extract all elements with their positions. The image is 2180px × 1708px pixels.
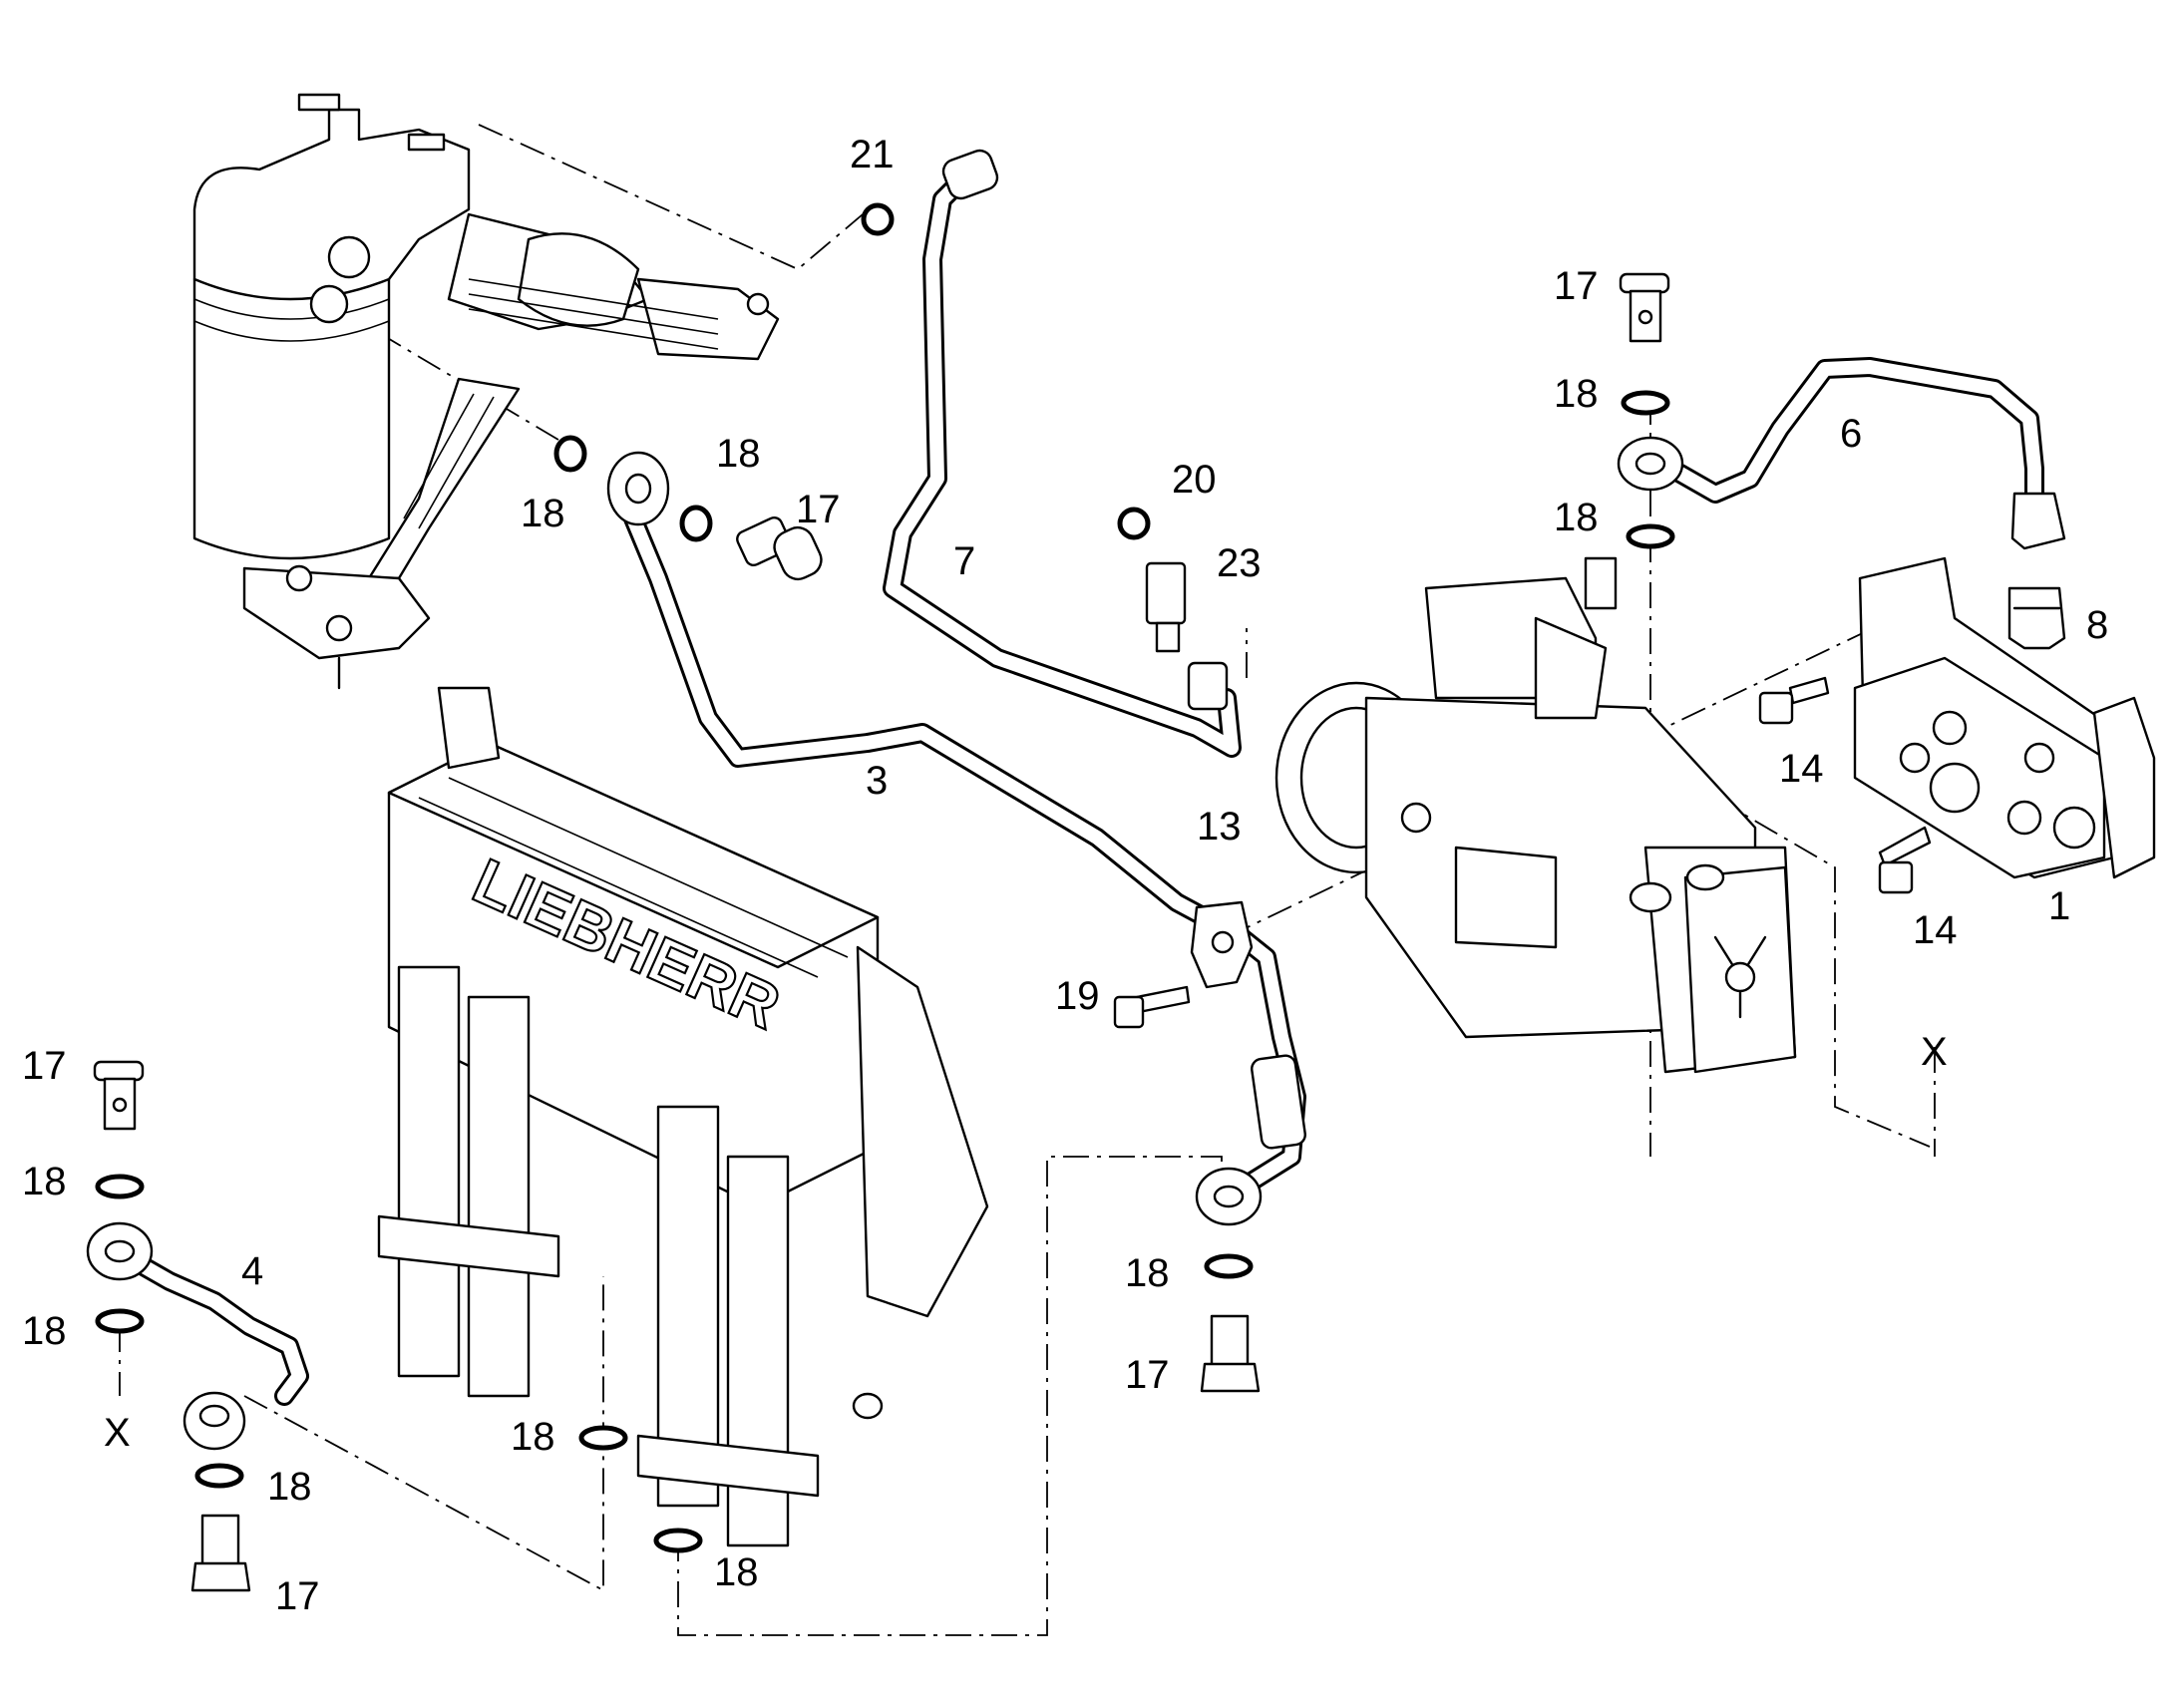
label-17: 17: [1554, 264, 1599, 308]
pipe-4: [86, 1221, 309, 1451]
label-23: 23: [1217, 541, 1262, 585]
label-20: 20: [1172, 458, 1217, 502]
part-1-manifold: [1853, 556, 2156, 879]
ring-18-rail-b: [653, 1528, 703, 1553]
label-18: 18: [267, 1465, 312, 1509]
label-18: 18: [521, 492, 565, 535]
label-1: 1: [2048, 884, 2070, 928]
ring-18-center: [1204, 1253, 1254, 1279]
fuel-pump-assembly: [1274, 556, 1797, 1074]
label-7: 7: [953, 539, 975, 583]
label-21: 21: [850, 133, 895, 176]
label-17: 17: [796, 488, 841, 531]
sealing-rings: [95, 202, 1675, 1553]
part-8-union: [2007, 586, 2066, 650]
label-18: 18: [22, 1309, 67, 1353]
ring-18-rail-a: [578, 1425, 628, 1451]
label-6: 6: [1840, 412, 1862, 456]
part-17-banjo-bolt-left-bottom: [190, 1514, 251, 1592]
ring-18-left-a: [95, 1174, 145, 1199]
label-8: 8: [2086, 603, 2108, 647]
part-20-ring: [1117, 507, 1151, 540]
label-18: 18: [1554, 496, 1599, 539]
label-18: 18: [1554, 372, 1599, 416]
label-17: 17: [22, 1044, 67, 1088]
label-13: 13: [1197, 805, 1242, 849]
pipe-6: [1617, 357, 2066, 550]
label-18: 18: [716, 432, 761, 476]
callout-labels: 21 17 18 6 18 18 18 17 20 7 23 8 3 14 13…: [22, 133, 2108, 1618]
label-18: 18: [511, 1415, 555, 1459]
label-18: 18: [1125, 1251, 1170, 1295]
fuel-filter-assembly: [192, 93, 780, 690]
label-14: 14: [1779, 747, 1824, 791]
part-17-banjo-bolt-center: [1200, 1314, 1261, 1393]
part-17-banjo-bolt-filter: [736, 515, 823, 581]
ring-18-top-right-b: [1626, 523, 1675, 549]
pipe-7: [883, 149, 1242, 758]
ring-18-left-b: [95, 1308, 145, 1334]
label-18: 18: [22, 1160, 67, 1203]
ring-18-top-right-a: [1621, 390, 1670, 416]
part-14-bolt-a: [1758, 676, 1830, 725]
ring-21: [861, 202, 895, 236]
injector-rail-assembly: LIEBHERR: [377, 686, 989, 1547]
part-14-bolt-b: [1878, 826, 1932, 894]
ring-18-filter-a: [553, 435, 587, 473]
part-19-bolt: [1113, 985, 1191, 1029]
label-18: 18: [714, 1550, 759, 1594]
label-17: 17: [1125, 1353, 1170, 1397]
pipe-3: [606, 451, 1306, 1226]
label-14: 14: [1913, 908, 1958, 952]
label-3: 3: [866, 759, 888, 803]
label-17: 17: [275, 1574, 320, 1618]
ring-18-left-c: [194, 1463, 244, 1489]
label-x: X: [104, 1411, 131, 1455]
part-17-banjo-bolt-left-top: [93, 1060, 145, 1131]
ring-18-filter-b: [679, 505, 713, 542]
label-x: X: [1921, 1030, 1948, 1074]
part-17-banjo-bolt-top-right: [1619, 272, 1670, 343]
label-4: 4: [241, 1249, 263, 1293]
label-19: 19: [1055, 974, 1100, 1018]
part-13-clamp: [1190, 900, 1254, 989]
part-23-fitting: [1145, 561, 1187, 653]
